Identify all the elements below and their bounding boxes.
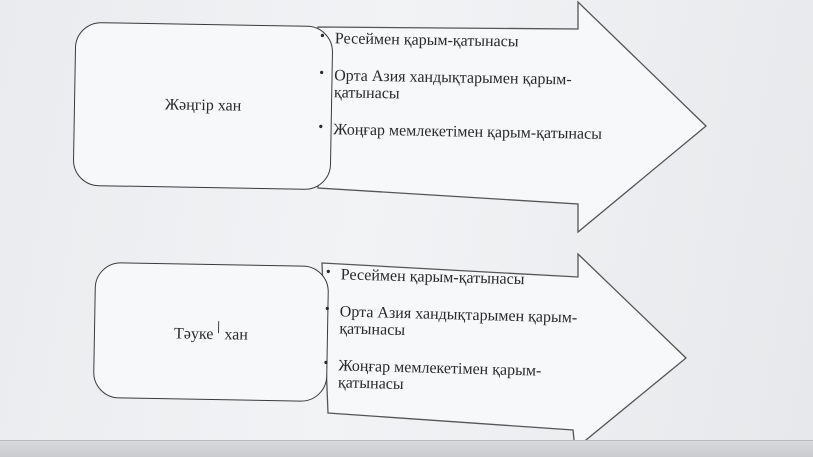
- relation-item: Жоңғар мемлекетімен қарым-қатынасы: [318, 121, 608, 143]
- relation-item: Орта Азия хандықтарымен қарым-қатынасы: [324, 303, 595, 344]
- relation-item: Орта Азия хандықтарымен қарым-қатынасы: [319, 67, 610, 106]
- relation-item: Жоңғар мемлекетімен қарым-қатынасы: [323, 357, 594, 398]
- khan-box-tauke: Тәуке хан: [92, 261, 330, 403]
- khan-name-jangir: Жәңгір хан: [164, 96, 242, 115]
- relations-list-jangir: Ресеймен қарым-қатынасы Орта Азия хандық…: [318, 30, 610, 163]
- text-cursor-icon: [218, 320, 220, 333]
- window-bottom-edge: [0, 440, 813, 457]
- khan-box-jangir: Жәңгір хан: [72, 21, 334, 191]
- khan-name-tauke: Тәуке хан: [174, 320, 248, 344]
- arrow-1: [317, 0, 707, 234]
- relations-list-tauke: Ресеймен қарым-қатынасы Орта Азия хандық…: [322, 266, 596, 418]
